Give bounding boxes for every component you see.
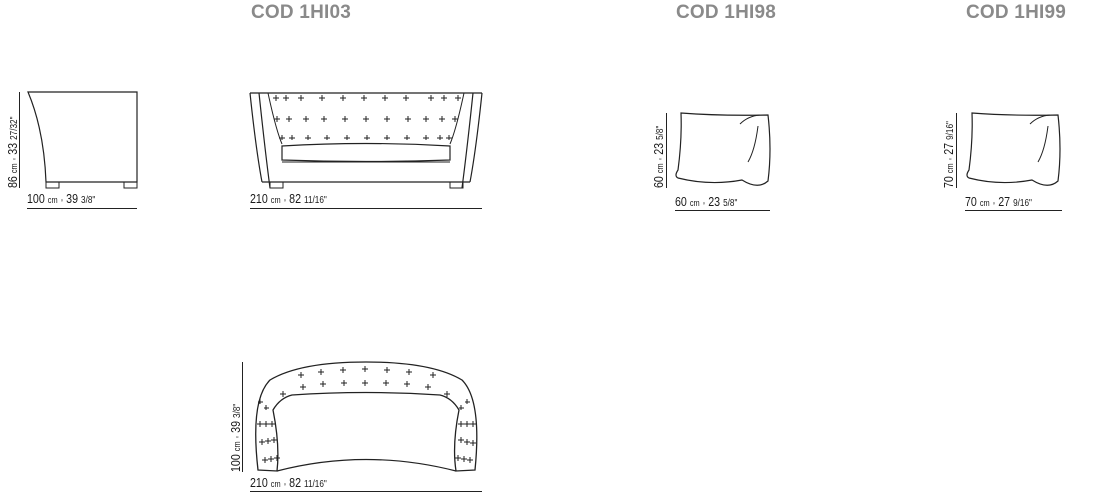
cushion-70-height-line xyxy=(956,113,957,188)
cushion-60-width-line xyxy=(675,210,770,211)
cushion-70-width-label: 70 cm ◦ 27 9/16" xyxy=(965,194,1032,209)
top-width-dimension-label: 210 cm ◦ 82 11/16" xyxy=(250,475,327,490)
width-dimension-line xyxy=(250,208,482,209)
sofa-side-drawing xyxy=(27,91,138,189)
cushion-70-drawing xyxy=(966,112,1061,186)
top-depth-dimension-label: 100 cm ◦ 39 3/8" xyxy=(228,403,243,472)
cushion-60-height-line xyxy=(666,113,667,188)
cushion-60-drawing xyxy=(675,112,771,186)
product-code-1hi98: COD 1HI98 xyxy=(676,2,777,23)
width-dimension-label: 210 cm ◦ 82 11/16" xyxy=(250,191,327,206)
sofa-top-drawing xyxy=(255,361,478,472)
cushion-70-height-label: 70 cm ◦ 27 9/16" xyxy=(941,121,956,188)
product-code-1hi03: COD 1HI03 xyxy=(251,2,352,23)
top-width-dimension-line xyxy=(250,491,482,492)
cushion-60-width-label: 60 cm ◦ 23 5/8" xyxy=(675,194,738,209)
cushion-70-width-line xyxy=(965,210,1062,211)
depth-dimension-line xyxy=(27,208,137,209)
height-dimension-line xyxy=(19,92,20,188)
top-depth-dimension-line xyxy=(242,362,243,472)
depth-dimension-label: 100 cm ◦ 39 3/8" xyxy=(27,191,96,206)
sofa-front-drawing xyxy=(249,92,483,189)
product-code-1hi99: COD 1HI99 xyxy=(966,2,1067,23)
